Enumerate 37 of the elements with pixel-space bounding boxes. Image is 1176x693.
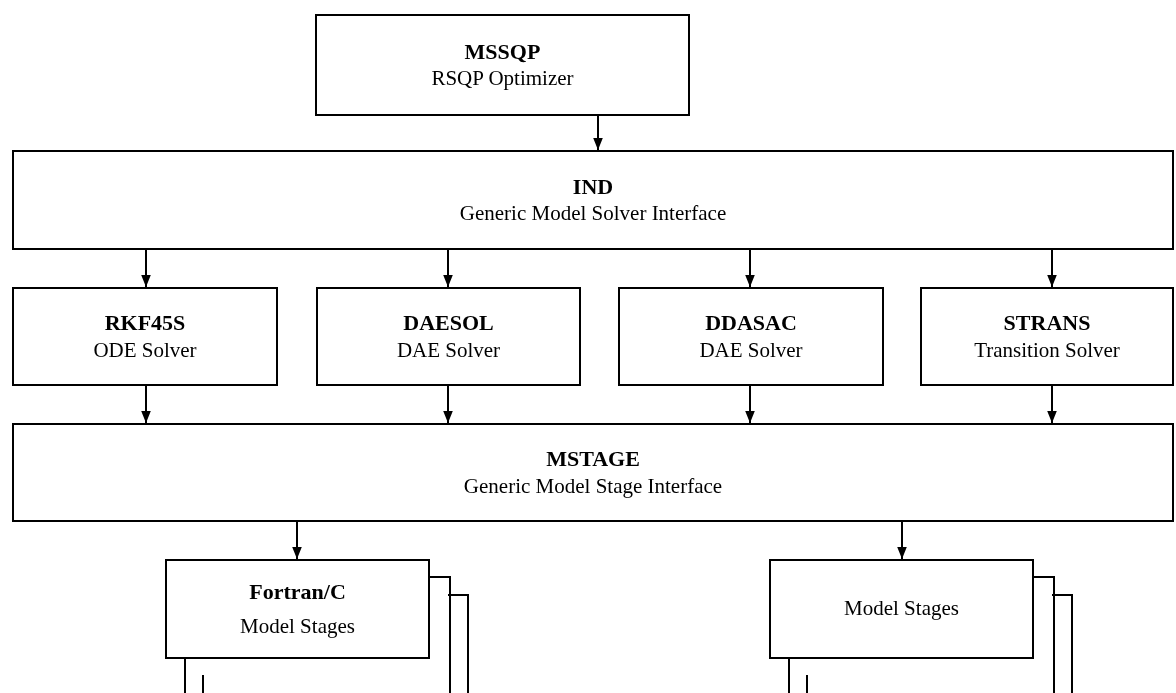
box-subtitle: Model Stages bbox=[240, 612, 355, 640]
box-title: DAESOL bbox=[403, 309, 494, 337]
arrow bbox=[593, 115, 603, 151]
box-title: IND bbox=[572, 172, 614, 201]
process-box bbox=[316, 287, 581, 386]
arrow bbox=[745, 249, 755, 288]
box-subtitle: DAE Solver bbox=[396, 336, 501, 364]
box-subtitle: Generic Model Solver Interface bbox=[459, 200, 727, 228]
process-box bbox=[315, 14, 690, 116]
process-box bbox=[12, 287, 278, 386]
box-title: MSTAGE bbox=[546, 445, 640, 473]
box-title: Fortran/C bbox=[249, 578, 346, 606]
box-subtitle: DAE Solver bbox=[699, 336, 803, 364]
box-subtitle: Model Stages bbox=[844, 595, 959, 623]
process-box bbox=[12, 423, 1174, 522]
stacked-box bbox=[165, 559, 430, 659]
arrow bbox=[141, 249, 151, 288]
process-box bbox=[12, 150, 1174, 250]
box-subtitle: Generic Model Stage Interface bbox=[463, 472, 723, 500]
arrow bbox=[292, 521, 302, 560]
arrow bbox=[1047, 385, 1057, 424]
box-title: MSSQP bbox=[464, 37, 541, 66]
arrow bbox=[897, 521, 907, 560]
process-box bbox=[920, 287, 1174, 386]
box-subtitle: ODE Solver bbox=[93, 336, 197, 364]
box-title: RKF45S bbox=[104, 309, 186, 337]
arrow bbox=[141, 385, 151, 424]
process-box bbox=[618, 287, 884, 386]
arrow bbox=[443, 249, 453, 288]
box-title: STRANS bbox=[1003, 309, 1091, 337]
arrow bbox=[1047, 249, 1057, 288]
box-subtitle: RSQP Optimizer bbox=[431, 65, 574, 93]
arrow bbox=[443, 385, 453, 424]
stacked-box bbox=[769, 559, 1034, 659]
arrow bbox=[745, 385, 755, 424]
box-subtitle: Transition Solver bbox=[974, 336, 1120, 364]
box-title: DDASAC bbox=[705, 309, 797, 337]
